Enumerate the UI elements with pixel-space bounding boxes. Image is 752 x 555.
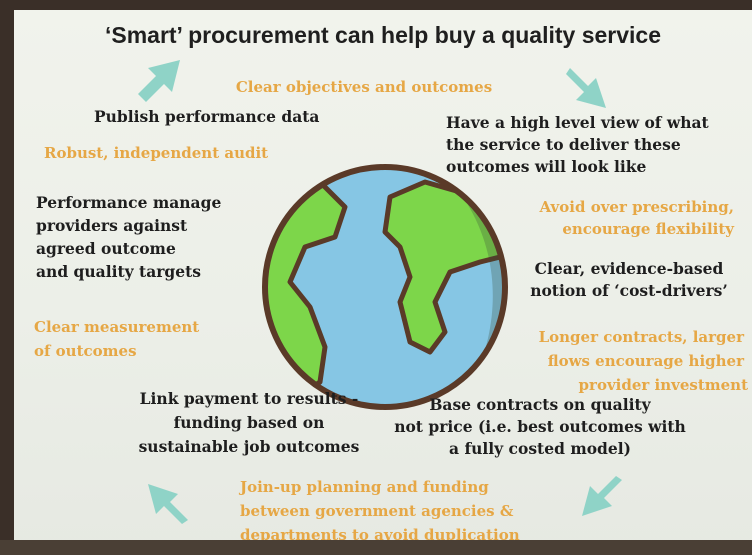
slide: ‘Smart’ procurement can help buy a quali… [14, 10, 752, 555]
robust-audit-text: Robust, independent audit [44, 144, 269, 162]
arrow-down-right-icon [566, 68, 606, 108]
publish-performance-text: Publish performance data [94, 107, 320, 126]
screen-bottom-edge [0, 540, 752, 555]
arrow-up-right-icon [138, 60, 180, 102]
clear-objectives-text: Clear objectives and outcomes [235, 78, 493, 96]
slide-title: ‘Smart’ procurement can help buy a quali… [104, 22, 662, 48]
arrow-down-left-icon [582, 476, 622, 516]
globe-icon [262, 164, 508, 410]
arrow-up-left-icon [148, 484, 188, 524]
